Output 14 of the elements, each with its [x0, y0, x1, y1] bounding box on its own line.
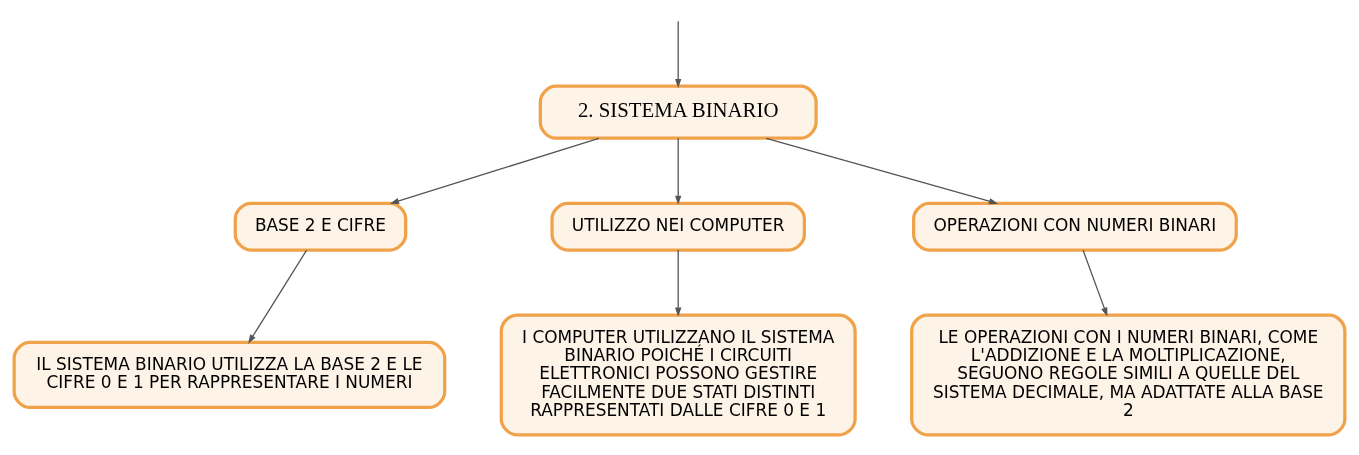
node-box: OPERAZIONI CON NUMERI BINARI [912, 201, 1238, 252]
node-box: IL SISTEMA BINARIO UTILIZZA LA BASE 2 E LE CIFRE 0 E 1 PER RAPPRESENTARE I NUMERI [12, 340, 447, 410]
arrow [675, 20, 682, 89]
arrow [248, 249, 308, 344]
node-box: 2. SISTEMA BINARIO [538, 84, 818, 140]
node-box: LE OPERAZIONI CON I NUMERI BINARI, COME L'ADDIZIONE E LA MOLTIPLICAZIONE, SEGUONO REGOLE SIMILI A QUELLE DEL SISTEMA DECIMALE, MA ADATTATE ALLA BASE 2 [910, 313, 1347, 437]
arrow [389, 137, 600, 204]
arrow [675, 137, 682, 205]
arrow [1082, 249, 1108, 317]
arrow [765, 137, 999, 205]
arrow [675, 249, 682, 317]
node-box: UTILIZZO NEI COMPUTER [550, 201, 806, 252]
node-box: I COMPUTER UTILIZZANO IL SISTEMA BINARIO POICHÉ I CIRCUITI ELETTRONICI POSSONO GESTIRE FACILMENTE DUE STATI DISTINTI RAPPRESENTATI DALLE CIFRE 0 E 1 [499, 313, 857, 437]
node-box: BASE 2 E CIFRE [233, 201, 408, 252]
